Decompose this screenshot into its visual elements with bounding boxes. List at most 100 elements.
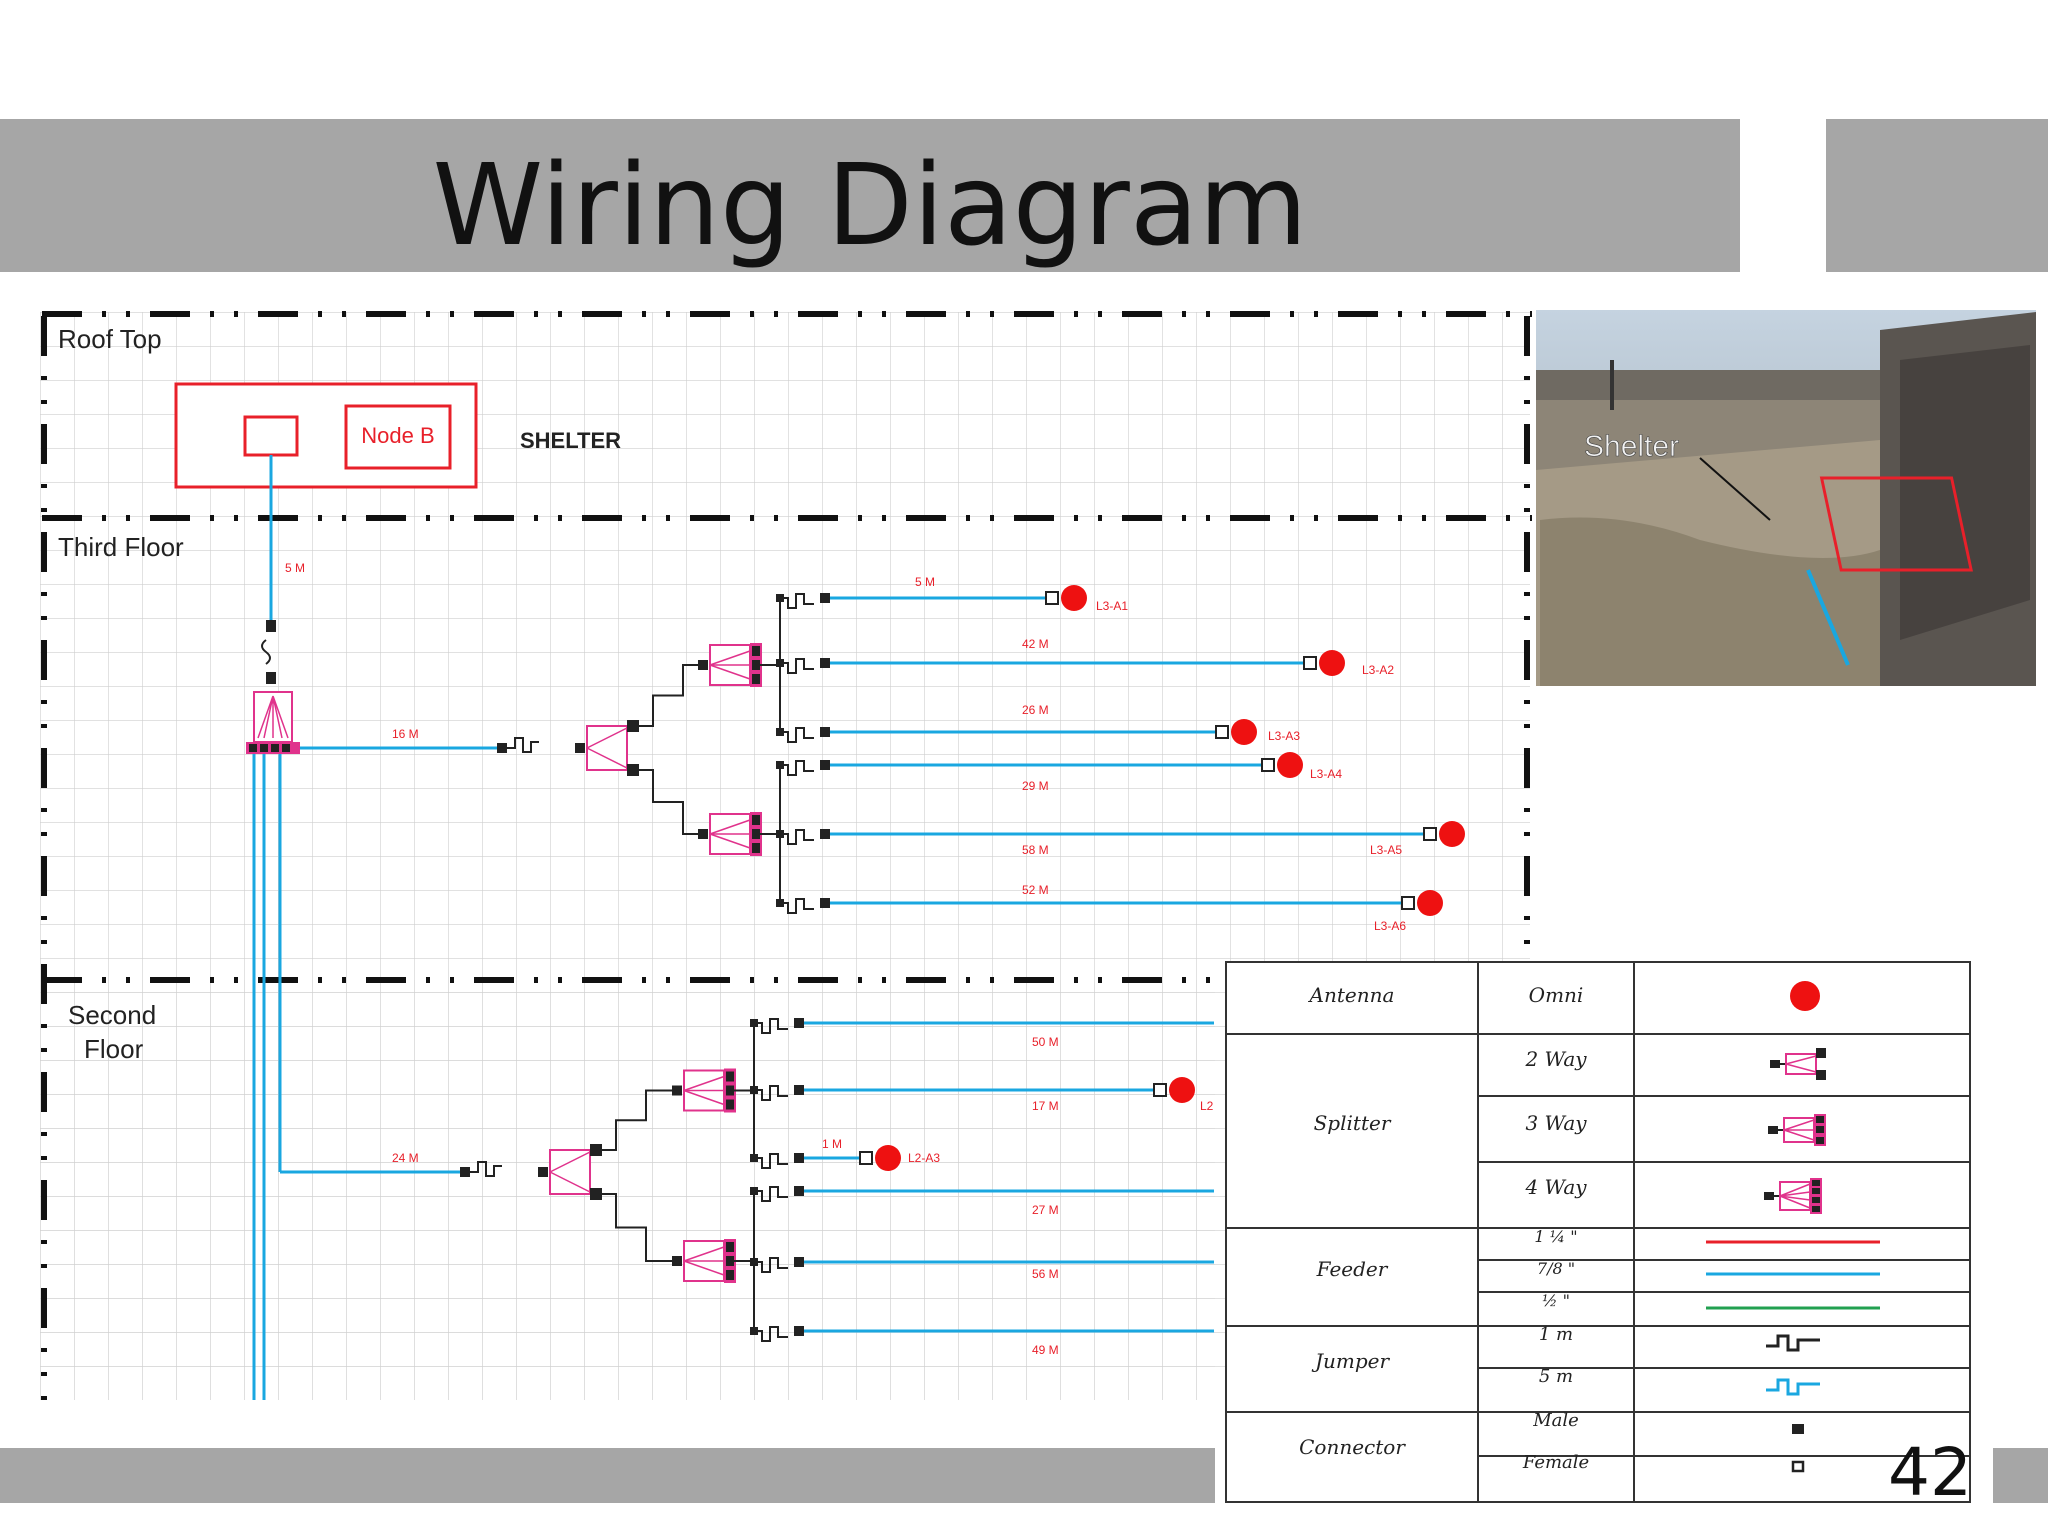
shelter: Node B SHELTER: [174, 382, 621, 489]
floor-boundaries: [41, 311, 1532, 1400]
jumper-icon: [780, 593, 814, 609]
splitter-path: [683, 1089, 725, 1106]
node-b-label: Node B: [361, 423, 434, 448]
connector-icon: [752, 646, 760, 656]
splitter-path: [709, 650, 751, 666]
legend-category-splitter: Splitter: [1314, 1111, 1392, 1135]
female-connector-icon: [1261, 758, 1275, 772]
male-connector-icon: [497, 743, 507, 753]
jumper-icon: [470, 1161, 502, 1177]
l3-branch-2-length: 42 M: [1022, 637, 1049, 651]
splitter-path: [586, 747, 628, 769]
connector-icon: [752, 674, 760, 684]
connector-icon: [794, 1085, 804, 1095]
third-floor-feeder-length: 16 M: [392, 727, 419, 741]
jumper-icon: [754, 1153, 788, 1169]
splitter-path: [683, 1246, 725, 1262]
connector-icon: [627, 764, 639, 776]
jumper-icon: [602, 1089, 672, 1151]
l3-branch-1-length: 5 M: [915, 575, 935, 589]
omni-antenna-icon: [1277, 752, 1303, 778]
connector-icon: [726, 1270, 734, 1280]
l3-branch-6-antenna: L3-A6: [1374, 919, 1406, 933]
slide-title: Wiring Diagram: [432, 141, 1308, 271]
jumper-icon: [754, 1257, 788, 1273]
shelter-box: [174, 382, 478, 489]
connector-icon: [590, 1188, 602, 1200]
l3-branch-2-antenna: L3-A2: [1362, 663, 1394, 677]
legend-type-4-way: 4 Way: [1524, 1175, 1587, 1199]
second-floor-splitter-tree: [460, 1018, 1214, 1342]
connector-icon: [698, 829, 708, 839]
riser-length-label: 5 M: [285, 561, 305, 575]
female-connector-icon: [1153, 1083, 1167, 1097]
connector-icon: [726, 1256, 734, 1266]
riser-feeders: [252, 455, 497, 1400]
jumper-icon: [754, 1018, 788, 1034]
rooftop-photo: Shelter: [1536, 310, 2036, 686]
connector-icon: [672, 1256, 682, 1266]
jumper-icon: [780, 760, 814, 776]
l2-branch-5-length: 56 M: [1032, 1267, 1059, 1281]
connector-icon: [820, 658, 830, 668]
four-way-splitter-icon: [1764, 1178, 1822, 1214]
female-connector-icon: [1791, 1460, 1805, 1473]
main-four-way-splitter: [246, 620, 300, 754]
jumper-icon: [602, 1193, 672, 1262]
jumper-icon: [639, 664, 698, 727]
l2-branch-2-length: 17 M: [1032, 1099, 1059, 1113]
connector-icon: [538, 1167, 548, 1177]
legend-category-jumper: Jumper: [1311, 1349, 1391, 1373]
legend-category-feeder: Feeder: [1316, 1257, 1389, 1281]
male-connector-icon: [1792, 1424, 1804, 1434]
legend-type-7-8: 7/8 ": [1537, 1259, 1575, 1278]
omni-antenna-icon: [1061, 585, 1087, 611]
page-number: 42: [1888, 1434, 1972, 1511]
three-way-splitter-icon: [1768, 1114, 1826, 1146]
footer-bar-right-block: [1993, 1448, 2048, 1503]
jumper-icon: [780, 658, 814, 674]
black-jumper-icon: [1766, 1334, 1820, 1352]
title-bar-right-block: [1826, 119, 2048, 272]
l2-branch-1-length: 50 M: [1032, 1035, 1059, 1049]
zone-label-second-floor-line2: Floor: [84, 1034, 144, 1064]
connector-icon: [726, 1242, 734, 1252]
legend-category-antenna: Antenna: [1308, 983, 1395, 1007]
splitter-path: [549, 1151, 591, 1173]
legend-type-female: Female: [1522, 1452, 1589, 1473]
l3-branch-3-antenna: L3-A3: [1268, 729, 1300, 743]
node-b-box: [344, 404, 452, 470]
footer-bar: [0, 1448, 1215, 1503]
connector-icon: [726, 1099, 734, 1110]
connector-icon: [820, 727, 830, 737]
l3-branch-4-antenna: L3-A4: [1310, 767, 1342, 781]
omni-antenna-icon: [1790, 981, 1820, 1011]
jumper-icon: [780, 727, 814, 743]
splitter-path: [709, 664, 751, 680]
connector-icon: [575, 743, 585, 753]
third-floor-splitter-tree: [497, 585, 1465, 916]
connector-icon: [820, 829, 830, 839]
splitter-path: [549, 1171, 591, 1193]
legend-type-male: Male: [1532, 1410, 1579, 1431]
second-floor-branch-labels: 50 M 17 M L2 1 M L2-A3 27 M 56 M 49 M: [822, 1035, 1214, 1357]
connector-icon: [698, 660, 708, 670]
connector-icon: [752, 829, 760, 839]
blue-jumper-icon: [1766, 1378, 1820, 1396]
legend-type-2-way: 2 Way: [1524, 1047, 1587, 1071]
l2-branch-3-length: 1 M: [822, 1137, 842, 1151]
third-floor-branch-labels: 5 M L3-A1 42 M L3-A2 26 M L3-A3 29 M L3-…: [915, 575, 1406, 933]
male-connector-icon: [460, 1167, 470, 1177]
l3-branch-1-antenna: L3-A1: [1096, 599, 1128, 613]
female-connector-icon: [1045, 591, 1059, 605]
connector-icon: [794, 1153, 804, 1163]
connector-icon: [752, 660, 760, 670]
legend-type-1m: 1 m: [1539, 1324, 1573, 1345]
connector-icon: [820, 760, 830, 770]
connector-icon: [726, 1071, 734, 1082]
female-connector-icon: [1215, 725, 1229, 739]
jumper-icon: [754, 1186, 788, 1202]
female-connector-icon: [1423, 827, 1437, 841]
connector-icon: [752, 843, 760, 853]
